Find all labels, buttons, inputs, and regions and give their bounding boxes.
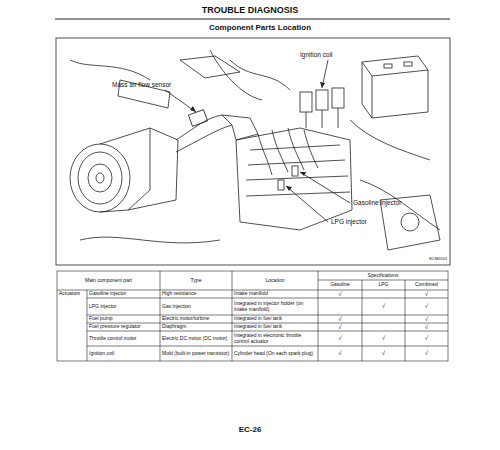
table-cell: High resistance — [162, 290, 231, 298]
table-cell: Fuel pressure regulator — [89, 323, 159, 331]
table-cell: Cylinder head (On each spark plug) — [234, 346, 317, 361]
illustration-frame — [56, 38, 450, 265]
leader-arrowhead — [190, 82, 325, 191]
check-mark: √ — [318, 331, 362, 346]
engine-illustration — [70, 50, 440, 250]
check-mark: √ — [405, 315, 448, 323]
callout-label: Gasoline injector — [353, 198, 433, 207]
table-cell: Integrated in fuel tank — [234, 323, 317, 331]
table-cell: Intake manifold — [234, 290, 317, 298]
check-mark: √ — [405, 331, 448, 346]
table-cell: Integrated in injector holder (on intake… — [234, 298, 317, 315]
check-mark: √ — [318, 323, 362, 331]
check-mark: √ — [362, 331, 405, 346]
table-header: LPG — [362, 280, 405, 290]
table-header: Location — [232, 271, 318, 290]
check-mark: √ — [362, 346, 405, 361]
check-mark: √ — [405, 346, 448, 361]
table-header: Type — [160, 271, 232, 290]
check-mark: √ — [362, 298, 405, 315]
table-header: Specifications — [318, 271, 448, 280]
table-header: Gasoline — [318, 280, 362, 290]
check-mark: √ — [405, 323, 448, 331]
table-cell: Fuel pump — [89, 315, 159, 323]
table-cell: Electric motor/turbine — [162, 315, 231, 323]
table-cell: LPG injector — [89, 298, 159, 315]
callout-label: Mass air flow sensor — [112, 80, 207, 89]
callout-label: Ignition coil — [300, 50, 370, 59]
check-mark: √ — [318, 346, 362, 361]
check-mark: √ — [405, 298, 448, 315]
check-mark: √ — [318, 315, 362, 323]
check-mark: √ — [405, 290, 448, 298]
table-cell: Actuators — [59, 290, 86, 298]
table-cell: Gasoline injector — [89, 290, 159, 298]
table-header: Combined — [405, 280, 448, 290]
table-cell: Mold (built-in power transistor) — [162, 346, 231, 361]
page-title: TROUBLE DIAGNOSIS — [150, 4, 350, 17]
subtitle: Component Parts Location — [150, 22, 370, 34]
table-cell: Diaphragm — [162, 323, 231, 331]
page-number: EC-26 — [200, 424, 300, 436]
table-cell: Integrated in electronic throttle contro… — [234, 331, 317, 346]
table-cell: Electric DC motor (DC motor) — [162, 331, 231, 346]
check-mark: √ — [318, 290, 362, 298]
figure-code: ECM0503 — [400, 256, 447, 263]
table-cell: Gas injection — [162, 298, 231, 315]
table-grid — [57, 271, 448, 361]
table-cell: Throttle control motor — [89, 331, 159, 346]
table-header: Main component part — [57, 271, 160, 290]
leader-line — [165, 60, 350, 222]
callout-label: LPG injector — [331, 217, 401, 226]
table-cell: Integrated in fuel tank — [234, 315, 317, 323]
table-cell: Ignition coil — [89, 346, 159, 361]
header-rule — [55, 19, 450, 20]
